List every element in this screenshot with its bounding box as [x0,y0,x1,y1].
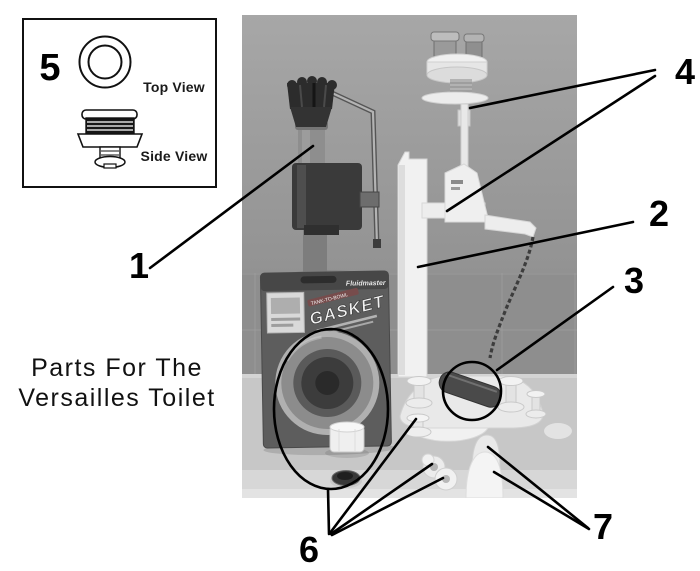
top-view-label: Top View [143,79,205,95]
caption-line-2: Versailles Toilet [18,384,216,412]
callout-2: 2 [648,193,670,234]
gasket-package: Fluidmaster TANK-TO-BOWL GASKET [259,270,396,456]
callout-7: 7 [592,506,614,547]
callout-6: 6 [298,529,320,570]
package-brand-text: Fluidmaster [346,280,387,288]
inset-drawings [76,35,144,169]
callout-3: 3 [623,260,645,301]
inset-detail-box: Top View Side View [22,18,217,188]
side-view-diagram [76,109,144,169]
caption-line-1: Parts For The [31,354,203,382]
callout-1: 1 [128,245,150,286]
callout-4: 4 [674,51,696,92]
valve-cap [287,76,337,127]
parts-photo: Fluidmaster TANK-TO-BOWL GASKET [242,15,577,498]
side-view-label: Side View [140,148,208,164]
callout-5: 5 [39,47,61,89]
top-view-diagram [78,35,132,89]
figure-caption: Parts For The Versailles Toilet [2,353,232,413]
tank-bolts [404,376,547,438]
